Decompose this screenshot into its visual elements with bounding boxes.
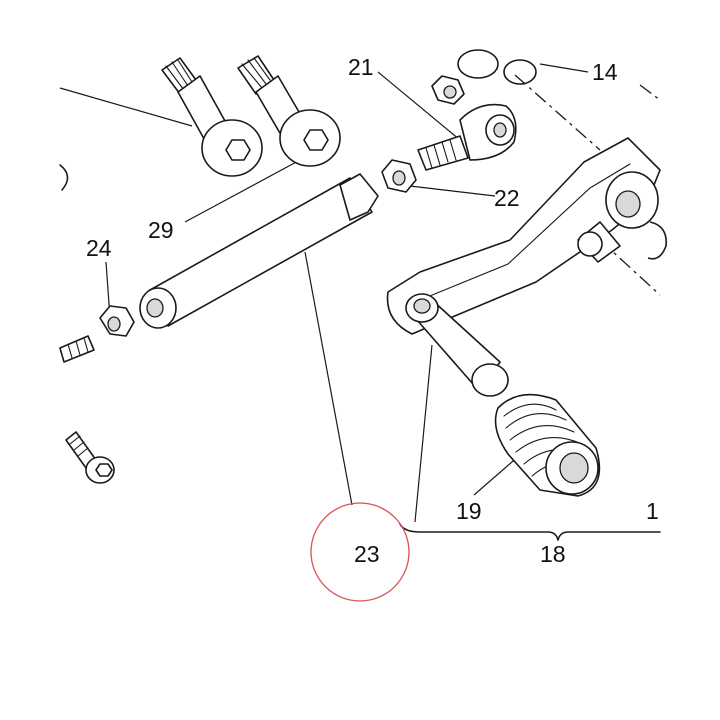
label-23: 23 [354,541,380,567]
stud-24 [59,335,95,363]
bolt-29-left [161,57,263,177]
lever-arm-18 [386,137,667,335]
label-18: 18 [540,541,566,567]
leader-lines [59,63,589,523]
ring-14 [457,49,537,85]
label-29: 29 [148,217,174,243]
bolt-29-right [237,55,341,167]
nut-22 [381,159,417,193]
footpeg-pin [405,293,509,397]
label-24: 24 [86,235,112,261]
rod-end-21 [417,103,517,171]
nut-24 [99,305,135,337]
label-14: 14 [592,59,618,85]
label-19: 19 [456,498,482,524]
label-22: 22 [494,185,520,211]
nut-upper [431,75,465,105]
partial-ring [59,164,69,191]
highlight-circle [310,502,410,602]
bracket-18 [399,523,661,541]
label-1-partial: 1 [646,498,659,524]
rubber-grip-19 [494,393,601,497]
shaft-23 [139,173,379,329]
small-bolt [65,431,115,484]
label-21: 21 [348,54,374,80]
